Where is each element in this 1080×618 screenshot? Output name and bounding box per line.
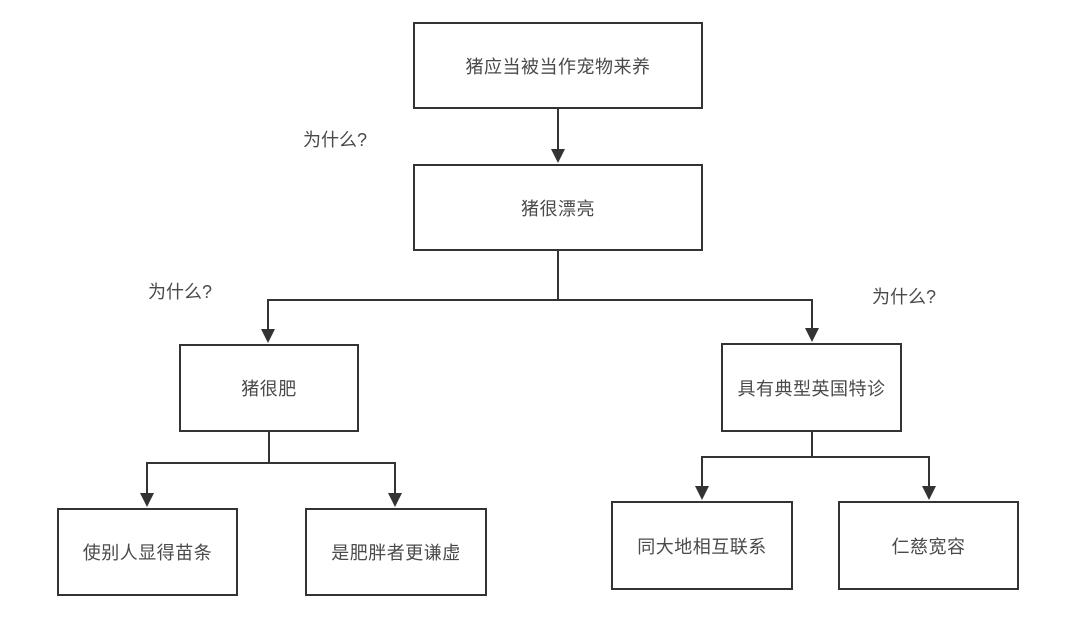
node-right-child1[interactable]: 同大地相互联系	[611, 501, 793, 590]
arrowhead-to-branch-left	[261, 329, 275, 343]
node-branch-left[interactable]: 猪很肥	[179, 344, 359, 432]
node-left-child1-label: 使别人显得苗条	[82, 543, 213, 563]
arrowhead-to-left-child2	[388, 493, 402, 507]
arrowhead-to-branch-right	[805, 328, 819, 342]
node-reason[interactable]: 猪很漂亮	[413, 164, 703, 251]
edge-label-why-3: 为什么?	[872, 287, 937, 307]
node-right-child1-label: 同大地相互联系	[637, 536, 767, 557]
node-branch-right[interactable]: 具有典型英国特诊	[721, 343, 902, 432]
edge-reason-to-branches	[267, 251, 813, 330]
node-left-child2[interactable]: 是肥胖者更谦虚	[305, 508, 487, 596]
node-root[interactable]: 猪应当被当作宠物来养	[413, 22, 703, 109]
arrowhead-root-to-reason	[551, 149, 565, 163]
edge-label-why-2: 为什么?	[148, 282, 213, 302]
edge-label-why-1: 为什么?	[303, 130, 368, 150]
node-right-child2[interactable]: 仁慈宽容	[838, 501, 1019, 590]
arrowhead-to-left-child1	[140, 493, 154, 507]
arrowhead-to-right-child1	[695, 486, 709, 500]
node-left-child1[interactable]: 使别人显得苗条	[57, 508, 238, 596]
edge-branch-right-to-children	[701, 432, 930, 487]
node-root-label: 猪应当被当作宠物来养	[465, 56, 651, 77]
arrowhead-to-right-child2	[922, 486, 936, 500]
edge-branch-left-to-children	[146, 432, 396, 494]
node-branch-right-label: 具有典型英国特诊	[737, 378, 886, 399]
node-left-child2-label: 是肥胖者更谦虚	[331, 543, 461, 563]
node-right-child2-label: 仁慈宽容	[891, 536, 966, 557]
node-branch-left-label: 猪很肥	[241, 379, 297, 399]
node-reason-label: 猪很漂亮	[521, 198, 595, 219]
